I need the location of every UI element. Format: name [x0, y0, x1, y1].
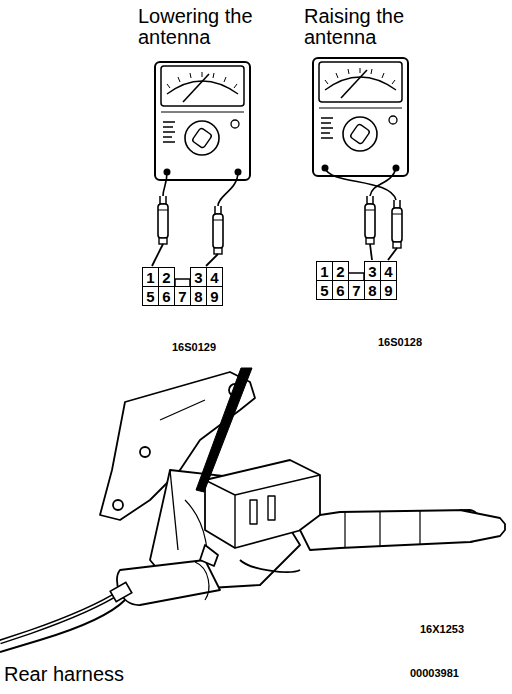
drawing-stroke: [460, 510, 505, 542]
pin-number: 4: [210, 270, 218, 285]
drawing-stroke: [268, 496, 275, 520]
pin-number: 3: [368, 264, 376, 279]
pin-number: 6: [336, 283, 344, 298]
rear-harness: [0, 582, 132, 652]
drawing-stroke: [300, 510, 481, 550]
connector-pin: 4: [380, 261, 397, 281]
pin-number: 6: [162, 289, 170, 304]
pin-number: 2: [336, 264, 344, 279]
connector-pin: 2: [332, 261, 349, 281]
connector-pin: 7: [348, 280, 365, 300]
pin-number: 8: [368, 283, 376, 298]
connector-pin: 1: [316, 261, 333, 281]
test-lead: [370, 168, 396, 196]
test-probe: [365, 196, 375, 244]
probe-tip: [152, 244, 163, 266]
drawing-stroke: [140, 447, 150, 457]
pin-number: 7: [352, 283, 360, 298]
test-lead: [163, 172, 167, 196]
probe-tip: [388, 248, 397, 260]
antenna-assembly: [100, 372, 505, 605]
drawing-stroke: [250, 500, 257, 524]
pin-number: 1: [146, 270, 154, 285]
test-probe: [392, 200, 402, 248]
drawing-stroke: [170, 470, 178, 550]
heading: Lowering the antenna: [138, 6, 273, 48]
multimeter: [155, 62, 250, 180]
connector-pin: 3: [364, 261, 381, 281]
drawing-stroke: [195, 562, 209, 600]
drawing-stroke: [0, 600, 125, 652]
pin-number: 2: [162, 270, 170, 285]
pointer-arrow: [196, 368, 252, 492]
connector-pin: 8: [190, 286, 207, 306]
pin-number: 4: [384, 264, 392, 279]
connector-pin: 4: [206, 267, 223, 287]
figure-code: 16S0129: [172, 342, 216, 354]
pin-number: 5: [146, 289, 154, 304]
heading: Raising the antenna: [304, 6, 434, 48]
probe-tip: [206, 254, 218, 266]
drawing-stroke: [200, 545, 218, 566]
multimeter: [313, 58, 408, 176]
connector-pin: 1: [142, 267, 159, 287]
connector-pin: 7: [174, 286, 191, 306]
drawing-stroke: [240, 560, 300, 572]
figure-code: 16X1253: [420, 624, 464, 636]
connector-pin: 5: [142, 286, 159, 306]
part-name: Rear harness: [4, 664, 124, 685]
connector-pin: 9: [206, 286, 223, 306]
pin-number: 8: [194, 289, 202, 304]
drawing-stroke: [160, 400, 205, 420]
drawing-stroke: [110, 582, 132, 601]
probe-tip: [370, 244, 372, 260]
test-lead: [325, 168, 396, 200]
figure-code: 00003981: [410, 668, 459, 680]
connector-pin: 2: [158, 267, 175, 287]
drawing-stroke: [117, 560, 220, 605]
connector-pin: 3: [190, 267, 207, 287]
drawing-stroke: [345, 510, 420, 548]
test-lead: [218, 172, 238, 206]
pin-number: 9: [210, 289, 218, 304]
connector-pin: 5: [316, 280, 333, 300]
pin-number: 7: [178, 289, 186, 304]
pin-number: 3: [194, 270, 202, 285]
connector-pin: 6: [158, 286, 175, 306]
connector-pin: 8: [364, 280, 381, 300]
pin-number: 9: [384, 283, 392, 298]
test-probe: [158, 196, 168, 244]
test-probe: [213, 206, 223, 254]
drawing-stroke: [113, 500, 123, 510]
connector-pin: 6: [332, 280, 349, 300]
pin-number: 1: [320, 264, 328, 279]
figure-code: 16S0128: [378, 337, 422, 349]
connector-pin: 9: [380, 280, 397, 300]
pin-number: 5: [320, 283, 328, 298]
